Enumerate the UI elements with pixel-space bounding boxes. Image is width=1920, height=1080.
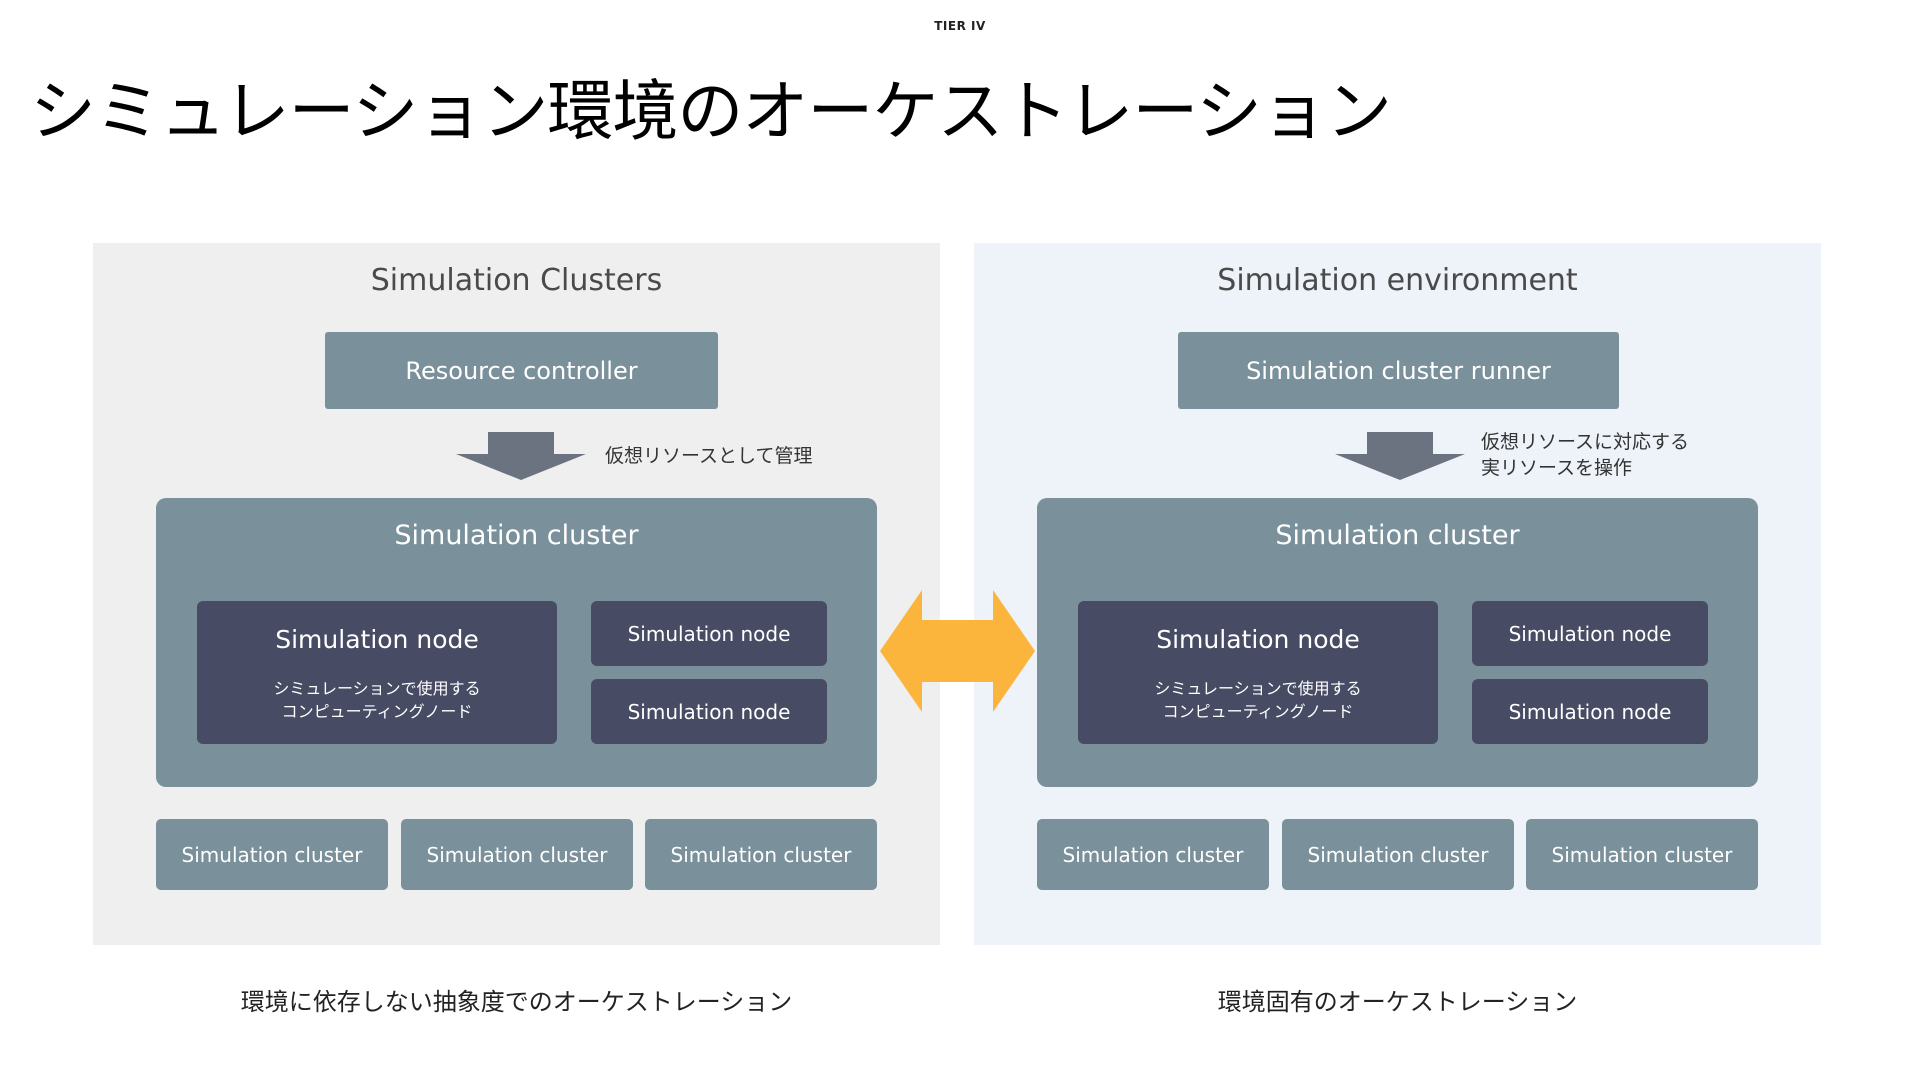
simulation-cluster-main: Simulation cluster Simulation node シミュレー…: [156, 498, 877, 787]
simulation-node-small: Simulation node: [591, 601, 827, 666]
simulation-cluster-small: Simulation cluster: [1282, 819, 1514, 890]
simulation-cluster-small: Simulation cluster: [645, 819, 877, 890]
node-description: シミュレーションで使用する コンピューティングノード: [197, 677, 557, 723]
cluster-title: Simulation cluster: [1275, 520, 1520, 551]
panel-title: Simulation environment: [1217, 263, 1578, 298]
arrow-note: 仮想リソースに対応する 実リソースを操作: [1481, 429, 1689, 481]
panel-title: Simulation Clusters: [370, 263, 663, 298]
cluster-title: Simulation cluster: [394, 520, 639, 551]
arrow-down-icon: [1335, 432, 1465, 480]
simulation-cluster-main: Simulation cluster Simulation node シミュレー…: [1037, 498, 1758, 787]
caption-left: 環境に依存しない抽象度でのオーケストレーション: [240, 988, 793, 1016]
simulation-node-main: Simulation node シミュレーションで使用する コンピューティングノ…: [197, 601, 557, 744]
simulation-cluster-small: Simulation cluster: [1526, 819, 1758, 890]
double-arrow-icon: [880, 590, 1035, 712]
panel-simulation-environment: Simulation environment Simulation cluste…: [974, 243, 1821, 945]
panel-simulation-clusters: Simulation Clusters Resource controller …: [93, 243, 940, 945]
caption-right: 環境固有のオーケストレーション: [1217, 988, 1578, 1016]
node-description-line: コンピューティングノード: [281, 702, 473, 721]
simulation-cluster-small: Simulation cluster: [156, 819, 388, 890]
node-description-line: シミュレーションで使用する: [273, 679, 481, 698]
node-description-line: コンピューティングノード: [1162, 702, 1354, 721]
brand-logo-text: TIER IV: [934, 19, 986, 33]
simulation-node-small: Simulation node: [591, 679, 827, 744]
simulation-node-main: Simulation node シミュレーションで使用する コンピューティングノ…: [1078, 601, 1438, 744]
simulation-node-small: Simulation node: [1472, 601, 1708, 666]
node-title: Simulation node: [275, 625, 479, 654]
node-title: Simulation node: [1156, 625, 1360, 654]
page-title: シミュレーション環境のオーケストレーション: [30, 73, 1392, 150]
arrow-note: 仮想リソースとして管理: [605, 443, 812, 469]
arrow-note-line: 仮想リソースとして管理: [605, 445, 813, 467]
arrow-down-icon: [456, 432, 586, 480]
simulation-cluster-runner-box: Simulation cluster runner: [1178, 332, 1619, 409]
simulation-node-small: Simulation node: [1472, 679, 1708, 744]
simulation-cluster-small: Simulation cluster: [401, 819, 633, 890]
node-description-line: シミュレーションで使用する: [1154, 679, 1362, 698]
arrow-note-line: 仮想リソースに対応する: [1481, 431, 1690, 453]
node-description: シミュレーションで使用する コンピューティングノード: [1078, 677, 1438, 723]
arrow-note-line: 実リソースを操作: [1481, 457, 1633, 479]
simulation-cluster-small: Simulation cluster: [1037, 819, 1269, 890]
resource-controller-box: Resource controller: [325, 332, 718, 409]
